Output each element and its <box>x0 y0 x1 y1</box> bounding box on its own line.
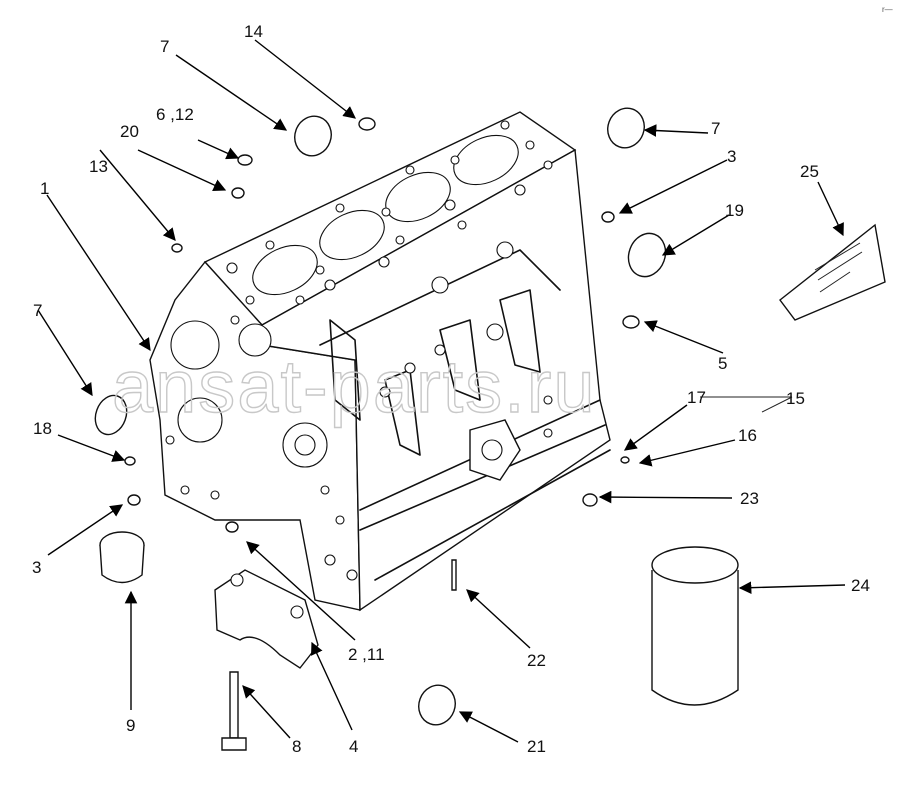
callout-21: 21 <box>527 737 546 756</box>
callout-18: 18 <box>33 419 52 438</box>
callout-25: 25 <box>800 162 819 181</box>
callout-labels: 1 2 ,11 3 3 4 5 6 ,12 7 7 7 8 9 13 14 15… <box>32 22 870 756</box>
cylinder-block <box>149 111 611 612</box>
callout-17: 17 <box>687 388 706 407</box>
callout-16: 16 <box>738 426 757 445</box>
callout-13: 13 <box>89 157 108 176</box>
callout-14: 14 <box>244 22 263 41</box>
bearing-bolt <box>221 671 247 751</box>
watermark-text: ansat-parts.ru <box>112 345 597 428</box>
callout-7c: 7 <box>33 301 42 320</box>
callout-7b: 7 <box>711 119 720 138</box>
corner-mark: r— <box>882 5 893 14</box>
callout-20: 20 <box>120 122 139 141</box>
callout-22: 22 <box>527 651 546 670</box>
callout-2-11: 2 ,11 <box>348 645 385 664</box>
callout-1: 1 <box>40 179 49 198</box>
cylinder-liner <box>651 546 739 706</box>
callout-5: 5 <box>718 354 727 373</box>
callout-4: 4 <box>349 737 358 756</box>
callout-7a: 7 <box>160 37 169 56</box>
callout-24: 24 <box>851 576 870 595</box>
callout-9: 9 <box>126 716 135 735</box>
callout-6-12: 6 ,12 <box>156 105 194 124</box>
callout-3a: 3 <box>727 147 736 166</box>
callout-3b: 3 <box>32 558 41 577</box>
main-bearing-cap <box>214 569 319 669</box>
expansion-plugs <box>94 107 667 726</box>
leader-arrows <box>37 39 846 743</box>
data-plate <box>779 223 886 321</box>
callout-15: 15 <box>786 389 805 408</box>
rear-seal-sleeve <box>99 531 145 584</box>
callout-8: 8 <box>292 737 301 756</box>
callout-23: 23 <box>740 489 759 508</box>
callout-19: 19 <box>725 201 744 220</box>
